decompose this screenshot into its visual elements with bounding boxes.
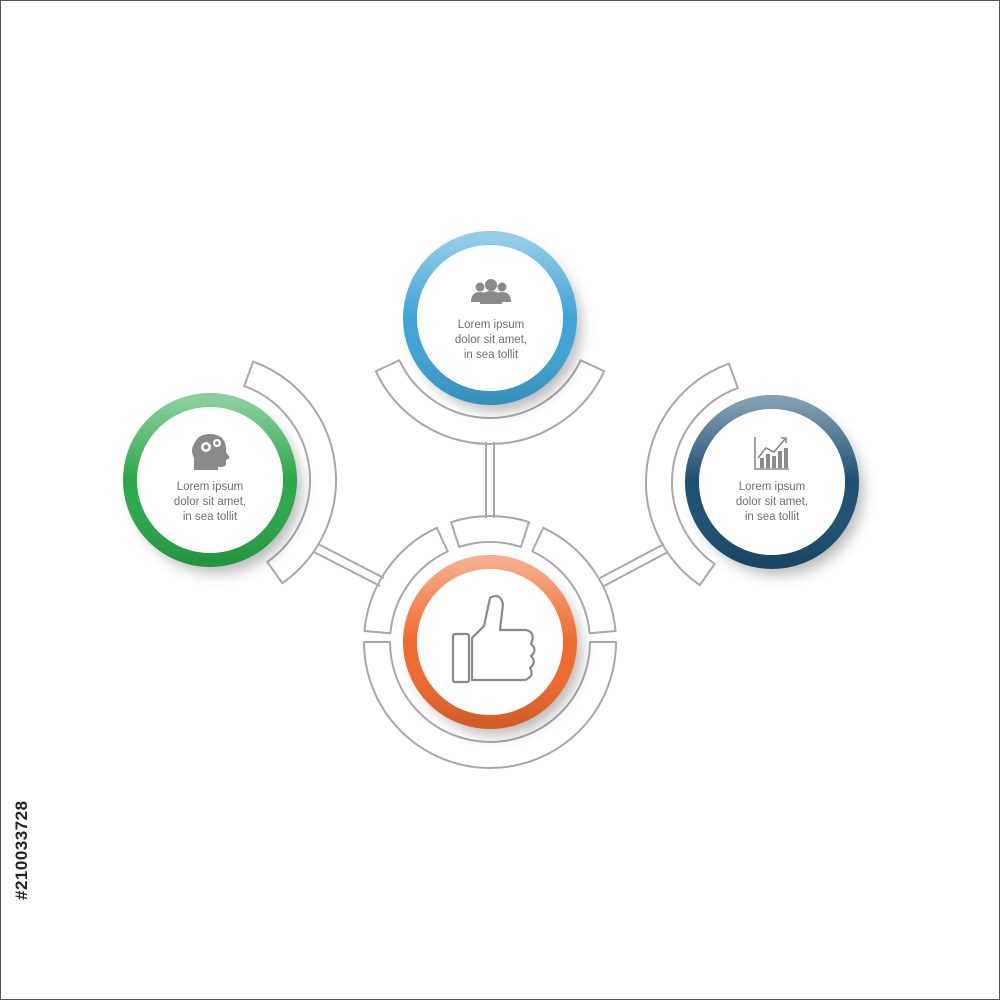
center-right-arc-band xyxy=(531,526,617,635)
connector-outlines xyxy=(243,359,739,769)
node-text-line: dolor sit amet, xyxy=(735,496,809,508)
right-ring-inner-disc xyxy=(699,409,845,555)
center-top-arc-band xyxy=(450,515,530,548)
left-ring-gloss xyxy=(123,393,297,567)
center-lower-arc-band xyxy=(363,641,617,769)
right-node-cradle-arc xyxy=(645,362,739,587)
node-text-line: Lorem ipsum xyxy=(738,481,806,493)
node-text-line: in sea tollit xyxy=(463,349,519,361)
right-connector-stem xyxy=(599,543,669,587)
growth-chart-icon xyxy=(754,437,789,470)
icon-layer xyxy=(192,279,789,684)
head-gears-icon xyxy=(192,434,230,470)
center-left-arc-band xyxy=(363,526,449,635)
left-ring-inner-disc xyxy=(137,407,283,553)
top-ring-gloss xyxy=(403,231,577,405)
team-icon xyxy=(471,279,511,304)
node-text-line: in sea tollit xyxy=(744,511,800,523)
node-text-left: Lorem ipsum dolor sit amet, in sea tolli… xyxy=(150,480,270,525)
right-ring-gloss xyxy=(685,395,859,569)
center-ring-gloss xyxy=(403,555,577,729)
thumbs-up-icon xyxy=(451,594,536,684)
right-ring xyxy=(685,395,859,569)
top-ring-inner-disc xyxy=(417,245,563,391)
node-text-line: dolor sit amet, xyxy=(454,334,528,346)
node-text-line: dolor sit amet, xyxy=(173,496,247,508)
node-text-line: Lorem ipsum xyxy=(457,319,525,331)
node-text-right: Lorem ipsum dolor sit amet, in sea tolli… xyxy=(712,480,832,525)
node-text-line: Lorem ipsum xyxy=(176,481,244,493)
left-node-cradle-arc xyxy=(243,360,337,585)
top-connector-stem xyxy=(485,442,495,518)
node-text-line: in sea tollit xyxy=(182,511,238,523)
top-ring xyxy=(403,231,577,405)
left-ring xyxy=(123,393,297,567)
left-connector-stem xyxy=(313,543,385,587)
node-text-top: Lorem ipsum dolor sit amet, in sea tolli… xyxy=(431,318,551,363)
top-node-cradle-arc xyxy=(374,359,606,445)
